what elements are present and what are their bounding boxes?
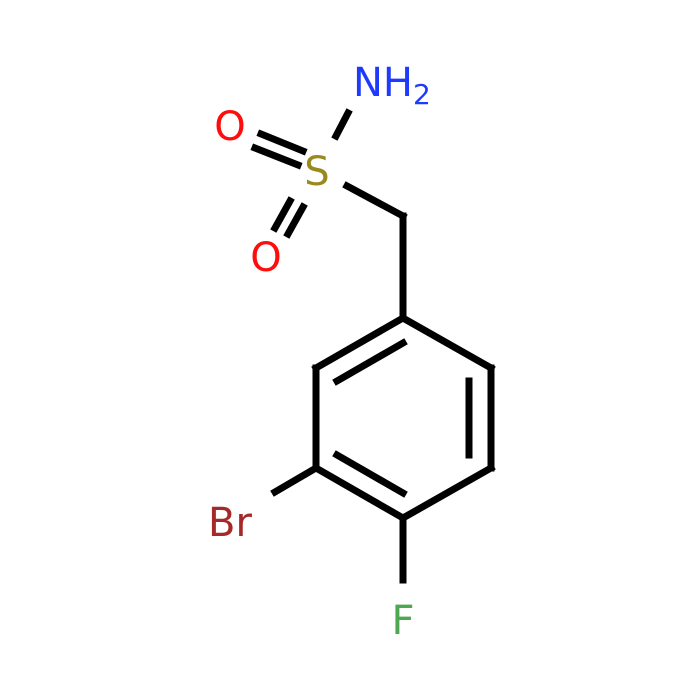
atom-nh2-main: NH [353,60,413,106]
bond-ring-3 [398,463,496,523]
atom-nh2: NH2 [353,60,431,111]
bond-s-n [331,108,353,141]
bond-ring-1 [398,313,496,373]
bond-ring-br [270,463,321,497]
bond-ring-6 [311,313,408,373]
bond-s-o-bottom-a [270,196,295,233]
atom-o-bottom: O [250,235,281,281]
atom-f: F [391,598,414,644]
bond-ring-inner-1 [332,338,408,386]
atom-nh2-sub: 2 [413,78,431,111]
atom-o-top: O [214,104,245,150]
bond-s-o-top-b [256,129,308,156]
bonds [250,108,496,584]
bond-s-ch2 [342,181,408,221]
bond-ring-4 [311,463,408,523]
bond-s-o-top-a [250,143,303,170]
atom-s: S [304,149,329,195]
bond-ring-inner-3 [332,450,408,498]
atom-br: Br [208,500,252,546]
atom-labels: NH2 S O O Br F [208,60,431,644]
bond-s-o-bottom-b [283,202,308,239]
